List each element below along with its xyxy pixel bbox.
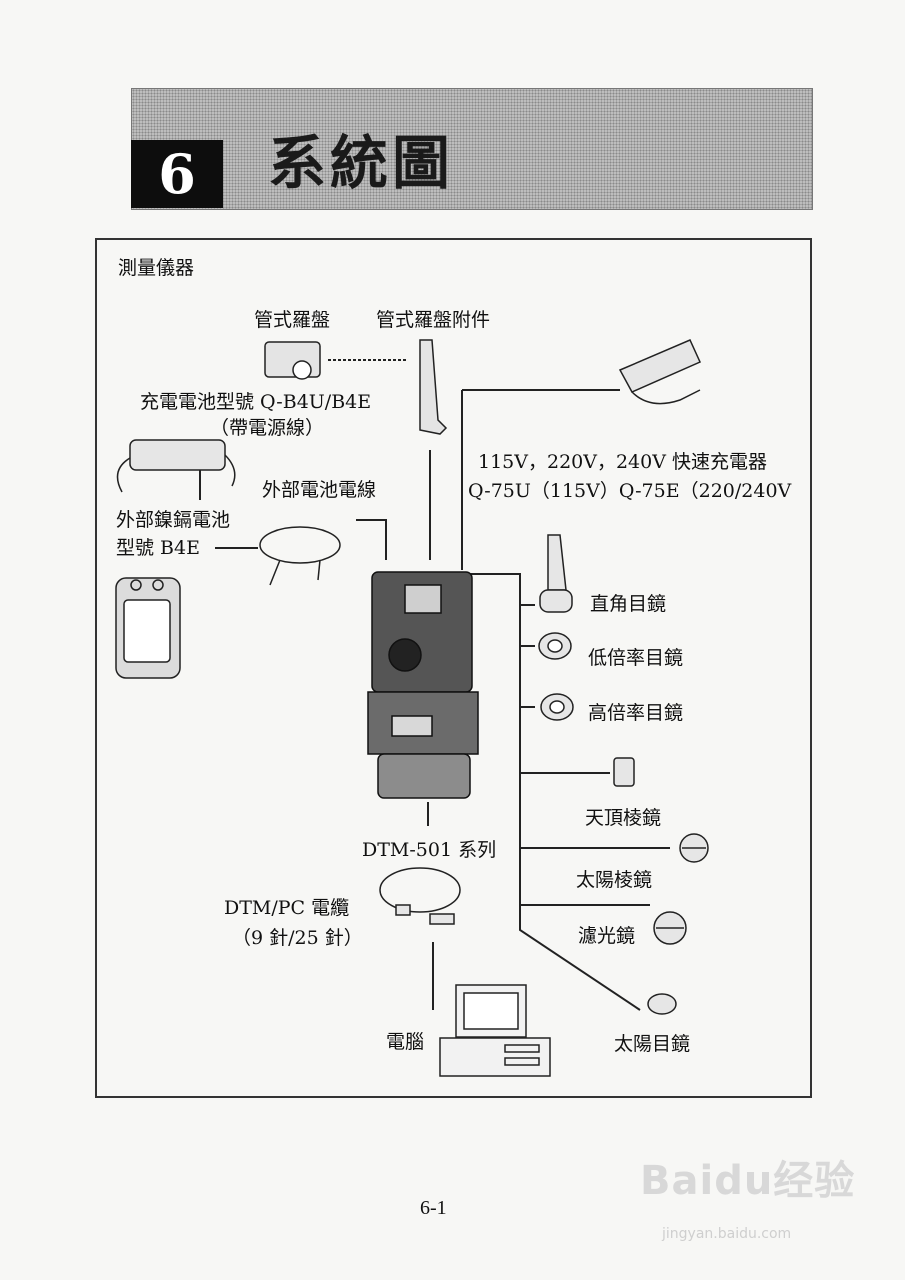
label-tube-compass: 管式羅盤	[254, 309, 331, 331]
label-ext-nicd-model: 型號 B4E	[116, 537, 200, 559]
section-label: 測量儀器	[118, 257, 195, 279]
label-filter: 濾光鏡	[578, 925, 636, 947]
label-low-mag-eyepiece: 低倍率目鏡	[588, 647, 684, 669]
label-solar-eyepiece: 太陽目鏡	[614, 1033, 691, 1055]
watermark-url: jingyan.baidu.com	[662, 1226, 792, 1242]
label-zenith-prism: 天頂棱鏡	[585, 807, 662, 829]
label-high-mag-eyepiece: 高倍率目鏡	[588, 702, 684, 724]
label-fast-charger: 115V，220V，240V 快速充電器	[478, 451, 767, 473]
compass-accessory-illustration	[419, 339, 448, 435]
label-charger-battery: 充電電池型號 Q-B4U/B4E	[140, 391, 372, 413]
label-solar-prism: 太陽棱鏡	[576, 869, 653, 891]
ext-battery-illustration	[115, 577, 181, 679]
page-number: 6-1	[420, 1197, 447, 1219]
label-pc-cable-pins: （9 針/25 針）	[232, 927, 363, 949]
label-fast-charger-models: Q-75U（115V）Q-75E（220/240V	[468, 480, 792, 502]
solar-prism-illustration	[679, 833, 709, 863]
tube-compass-illustration	[264, 341, 321, 380]
battery-charger-illustration	[116, 439, 236, 493]
label-instrument: DTM-501 系列	[362, 839, 497, 861]
label-ext-nicd-battery: 外部鎳鎘電池	[116, 509, 231, 531]
accessory-bus	[470, 573, 641, 1011]
solar-eyepiece-illustration	[647, 993, 677, 1015]
pc-cable-illustration	[379, 867, 461, 925]
label-charger-battery-note: （帶電源線）	[210, 417, 325, 439]
low-mag-eyepiece-illustration	[538, 632, 572, 660]
zenith-prism-illustration	[613, 757, 635, 787]
right-angle-eyepiece-illustration	[539, 534, 573, 613]
dtm-501-instrument-illustration	[367, 571, 479, 799]
label-right-angle-eyepiece: 直角目鏡	[590, 593, 667, 615]
label-computer: 電腦	[386, 1031, 425, 1053]
chapter-title: 系統圖	[268, 129, 455, 197]
high-mag-eyepiece-illustration	[540, 693, 574, 721]
chapter-number-box	[131, 140, 223, 208]
chapter-header-band	[131, 88, 813, 210]
watermark-logo: Baidu经验	[640, 1158, 856, 1204]
label-ext-battery-cable: 外部電池電線	[262, 479, 377, 501]
label-pc-cable: DTM/PC 電纜	[224, 897, 350, 919]
chapter-number: 6	[158, 142, 196, 206]
fast-charger-illustration	[618, 339, 701, 405]
charger-connector	[461, 389, 620, 570]
ext-battery-cable-illustration	[259, 526, 341, 586]
filter-illustration	[653, 911, 687, 945]
diagram-frame	[95, 238, 812, 1098]
computer-illustration	[439, 984, 551, 1077]
label-tube-compass-accessory: 管式羅盤附件	[376, 309, 491, 331]
ext-cable-connector	[356, 519, 387, 560]
